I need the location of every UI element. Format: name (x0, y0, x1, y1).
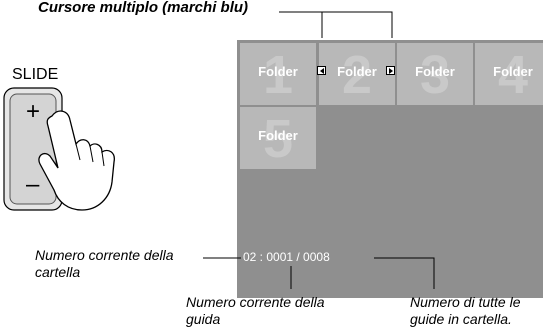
folder-number: 2 (341, 45, 373, 105)
callout-line: guida (186, 311, 221, 327)
callout-line: guide in cartella. (410, 311, 512, 327)
folder-label: Folder (258, 64, 298, 79)
hand-finger-lines (75, 143, 105, 167)
callout-folder-number: Numero corrente della cartella (35, 247, 174, 281)
hand-icon (38, 110, 115, 211)
guide-total-leader (374, 257, 435, 289)
slide-button-illustration (3, 87, 115, 211)
multi-cursor-title: Cursore multiplo (marchi blu) (38, 0, 249, 16)
cursor-left-mark-icon (317, 66, 326, 75)
plus-icon[interactable]: + (26, 98, 41, 125)
folder-tile-5[interactable]: 5 Folder (240, 107, 316, 169)
folder-screen: 1 Folder 2 Folder 3 Folder 4 Folder 5 Fo… (237, 40, 543, 298)
folder-tile-2[interactable]: 2 Folder (319, 43, 395, 105)
status-readout: 02 : 0001 / 0008 (243, 250, 330, 264)
minus-icon[interactable]: – (26, 171, 40, 198)
cursor-right-mark-icon (386, 66, 395, 75)
folder-label: Folder (415, 64, 455, 79)
callout-line: Numero corrente della (186, 294, 325, 310)
callout-guide-total: Numero di tutte le guide in cartella. (410, 294, 521, 328)
folder-number: 3 (419, 45, 451, 105)
title-leader-right (279, 11, 393, 38)
folder-label: Folder (337, 64, 377, 79)
slide-label: SLIDE (12, 66, 59, 83)
folder-tile-1[interactable]: 1 Folder (240, 43, 316, 105)
folder-label: Folder (258, 128, 298, 143)
callout-guide-number: Numero corrente della guida (186, 294, 325, 328)
folder-number: 1 (262, 45, 294, 105)
folder-tile-3[interactable]: 3 Folder (397, 43, 473, 105)
folder-number: 5 (262, 109, 294, 169)
callout-line: Numero corrente della (35, 247, 174, 263)
folder-label: Folder (493, 64, 533, 79)
callout-line: Numero di tutte le (410, 294, 521, 310)
folder-number: 4 (497, 45, 529, 105)
folder-tile-4[interactable]: 4 Folder (475, 43, 543, 105)
callout-line: cartella (35, 264, 81, 280)
